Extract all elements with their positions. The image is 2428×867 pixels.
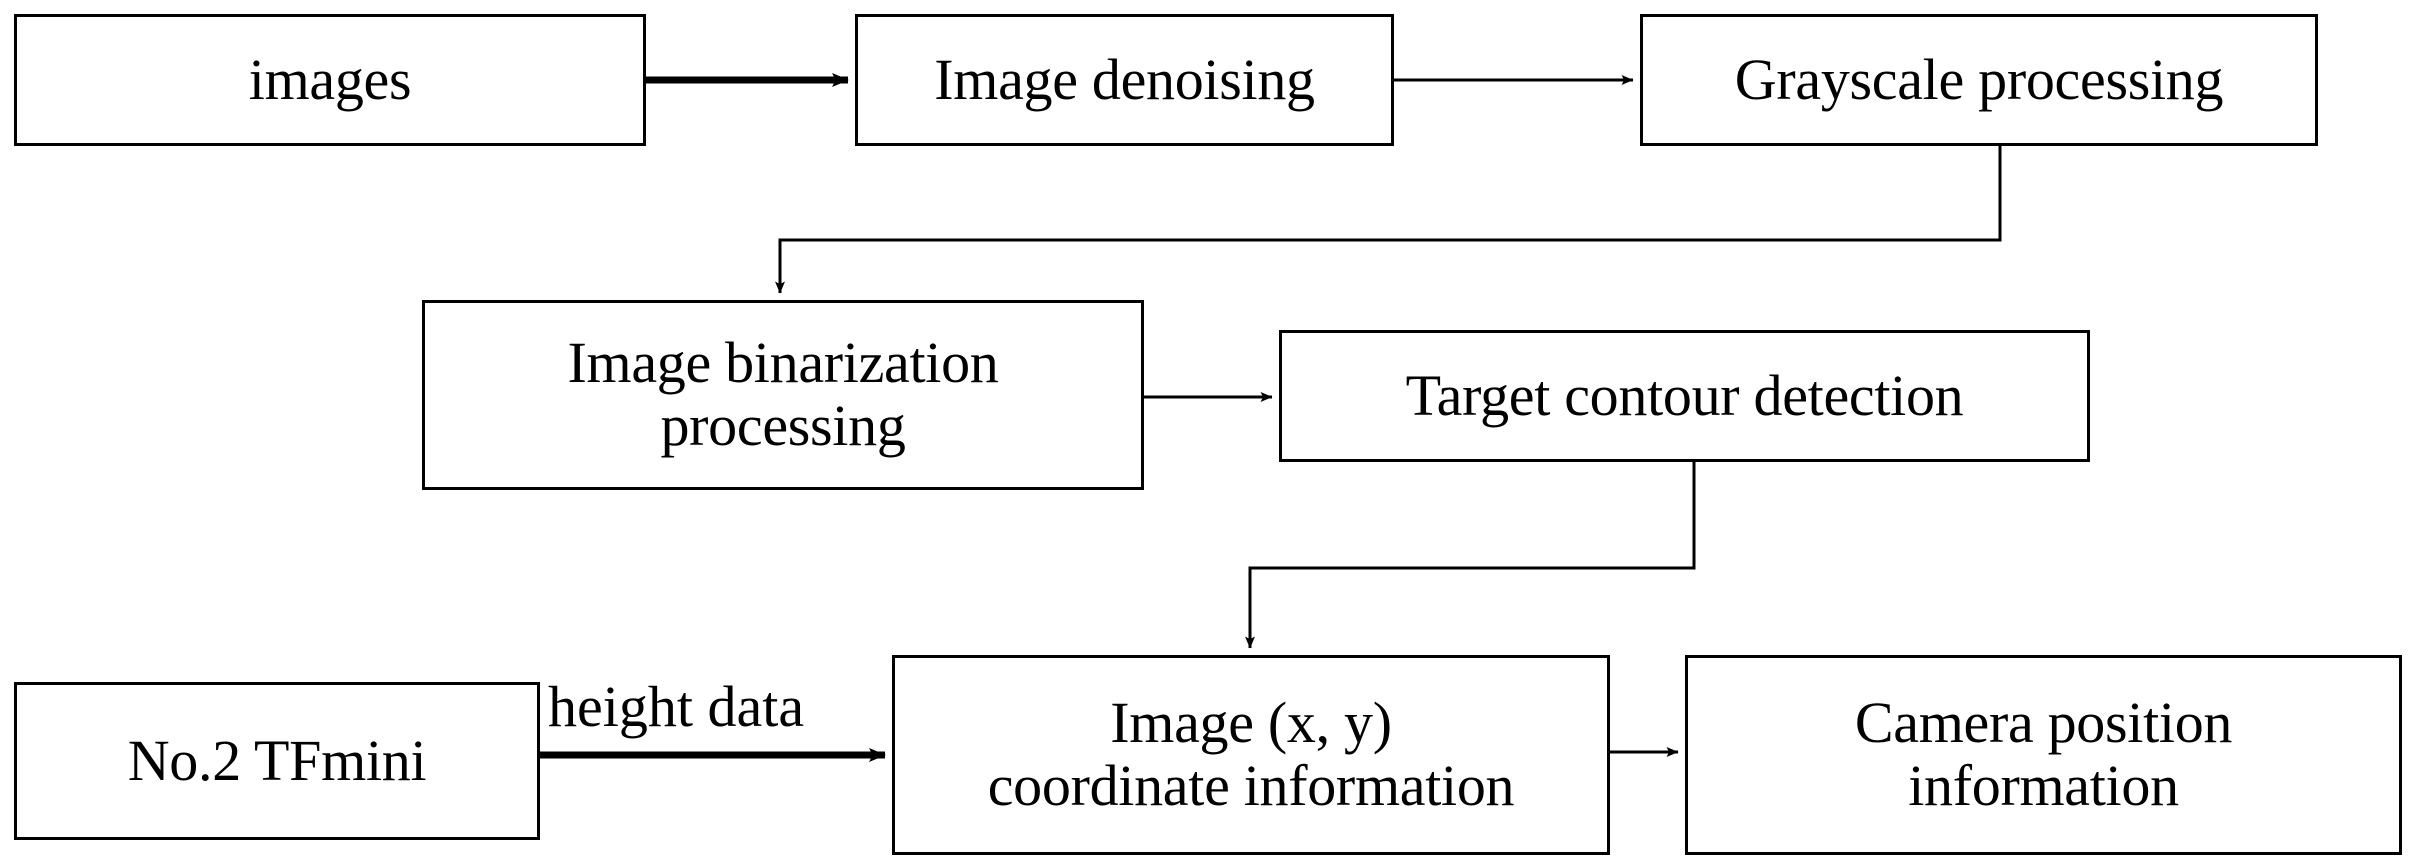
connector-contour-to-coordinate bbox=[1245, 462, 1696, 649]
node-image-xy-coordinate-information-label: Image (x, y) coordinate information bbox=[987, 690, 1515, 818]
node-image-denoising-label: Image denoising bbox=[934, 46, 1315, 112]
edge-label-height-data-text: height data bbox=[548, 674, 805, 739]
node-image-xy-coordinate-information[interactable]: Image (x, y) coordinate information bbox=[892, 655, 1610, 855]
node-camera-position-information-label: Camera position information bbox=[1854, 690, 2233, 818]
node-grayscale-processing[interactable]: Grayscale processing bbox=[1640, 14, 2318, 146]
connector-grayscale-to-binarization bbox=[775, 146, 2002, 294]
node-target-contour-detection-label: Target contour detection bbox=[1405, 362, 1964, 428]
node-grayscale-processing-label: Grayscale processing bbox=[1734, 46, 2224, 112]
node-image-binarization-processing[interactable]: Image binarization processing bbox=[422, 300, 1144, 490]
node-no2-tfmini[interactable]: No.2 TFmini bbox=[14, 682, 540, 840]
node-image-binarization-processing-label: Image binarization processing bbox=[567, 330, 999, 458]
node-camera-position-information[interactable]: Camera position information bbox=[1685, 655, 2402, 855]
node-images[interactable]: images bbox=[14, 14, 646, 146]
node-images-label: images bbox=[248, 46, 412, 112]
node-target-contour-detection[interactable]: Target contour detection bbox=[1279, 330, 2090, 462]
edge-label-height-data: height data bbox=[548, 678, 804, 736]
node-no2-tfmini-label: No.2 TFmini bbox=[127, 727, 427, 793]
node-image-denoising[interactable]: Image denoising bbox=[855, 14, 1394, 146]
